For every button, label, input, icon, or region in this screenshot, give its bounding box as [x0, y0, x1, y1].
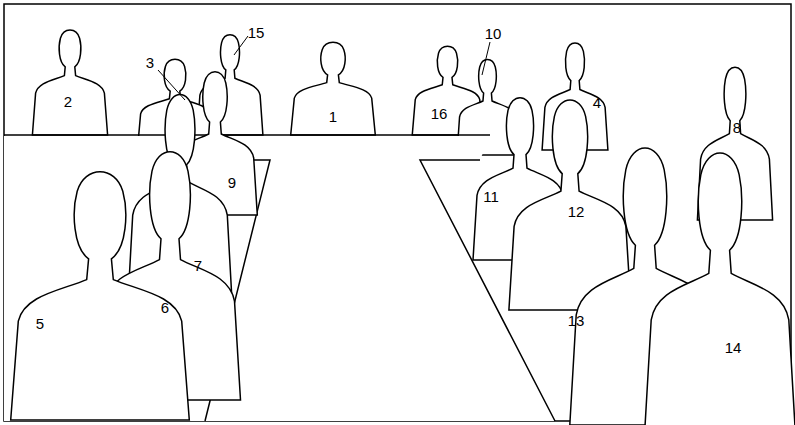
- callout-number: 1: [329, 109, 337, 124]
- callout-number: 8: [733, 120, 741, 135]
- table: [4, 135, 555, 421]
- person-silhouette: [11, 172, 190, 420]
- leader-line: [158, 70, 185, 100]
- callout-number: 2: [64, 94, 72, 109]
- callout-number: 9: [228, 175, 236, 190]
- callout-number: 6: [161, 300, 169, 315]
- table-edge: [4, 134, 490, 136]
- callout-number: 10: [485, 26, 502, 41]
- callout-number: 7: [194, 258, 202, 273]
- person-silhouette: [291, 42, 376, 135]
- leader-line: [482, 42, 490, 75]
- callout-number: 15: [248, 25, 265, 40]
- callout-number: 4: [593, 95, 601, 110]
- callout-number: 5: [36, 316, 44, 331]
- callout-number: 3: [146, 55, 154, 70]
- front-rows: [11, 72, 795, 425]
- callout-number: 14: [725, 340, 742, 355]
- person-silhouette: [32, 30, 107, 135]
- table-top: [4, 136, 555, 421]
- callout-number: 11: [483, 189, 499, 204]
- person-silhouette: [645, 153, 795, 425]
- callout-number: 13: [568, 313, 585, 328]
- callout-number: 12: [568, 204, 585, 219]
- leader-lines: [158, 36, 490, 100]
- callout-number: 16: [431, 106, 448, 121]
- leader-line: [234, 36, 248, 55]
